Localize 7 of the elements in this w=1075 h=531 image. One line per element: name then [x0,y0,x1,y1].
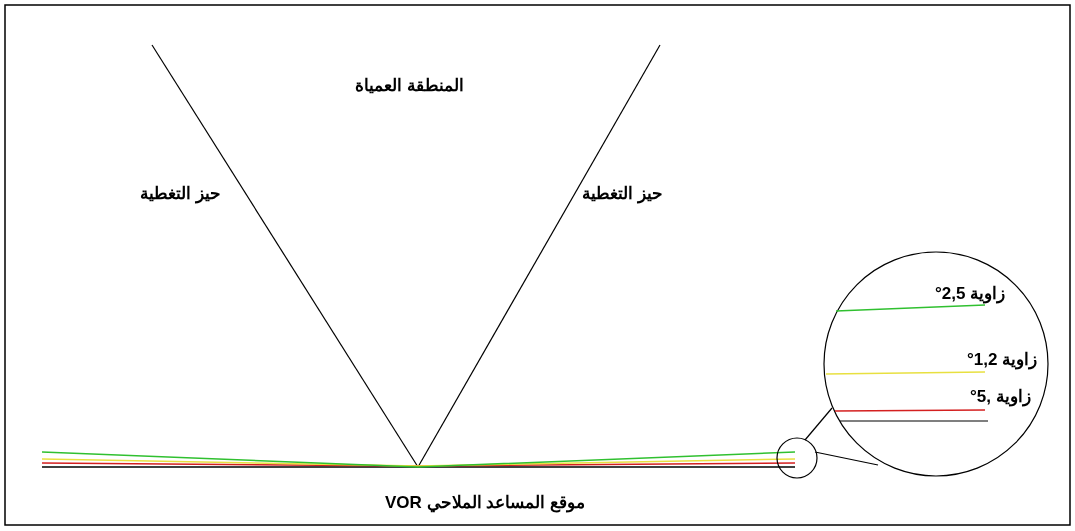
station-label: موقع المساعد الملاحي VOR [385,492,585,513]
angle-label: زاوية ,5° [970,386,1031,407]
angle-label: زاوية 2,5° [935,283,1006,304]
angle-label: زاوية 1,2° [967,349,1038,370]
region-label: المنطقة العمياة [355,75,464,96]
region-label: حيز التغطية [582,183,663,204]
region-label: حيز التغطية [140,183,221,204]
